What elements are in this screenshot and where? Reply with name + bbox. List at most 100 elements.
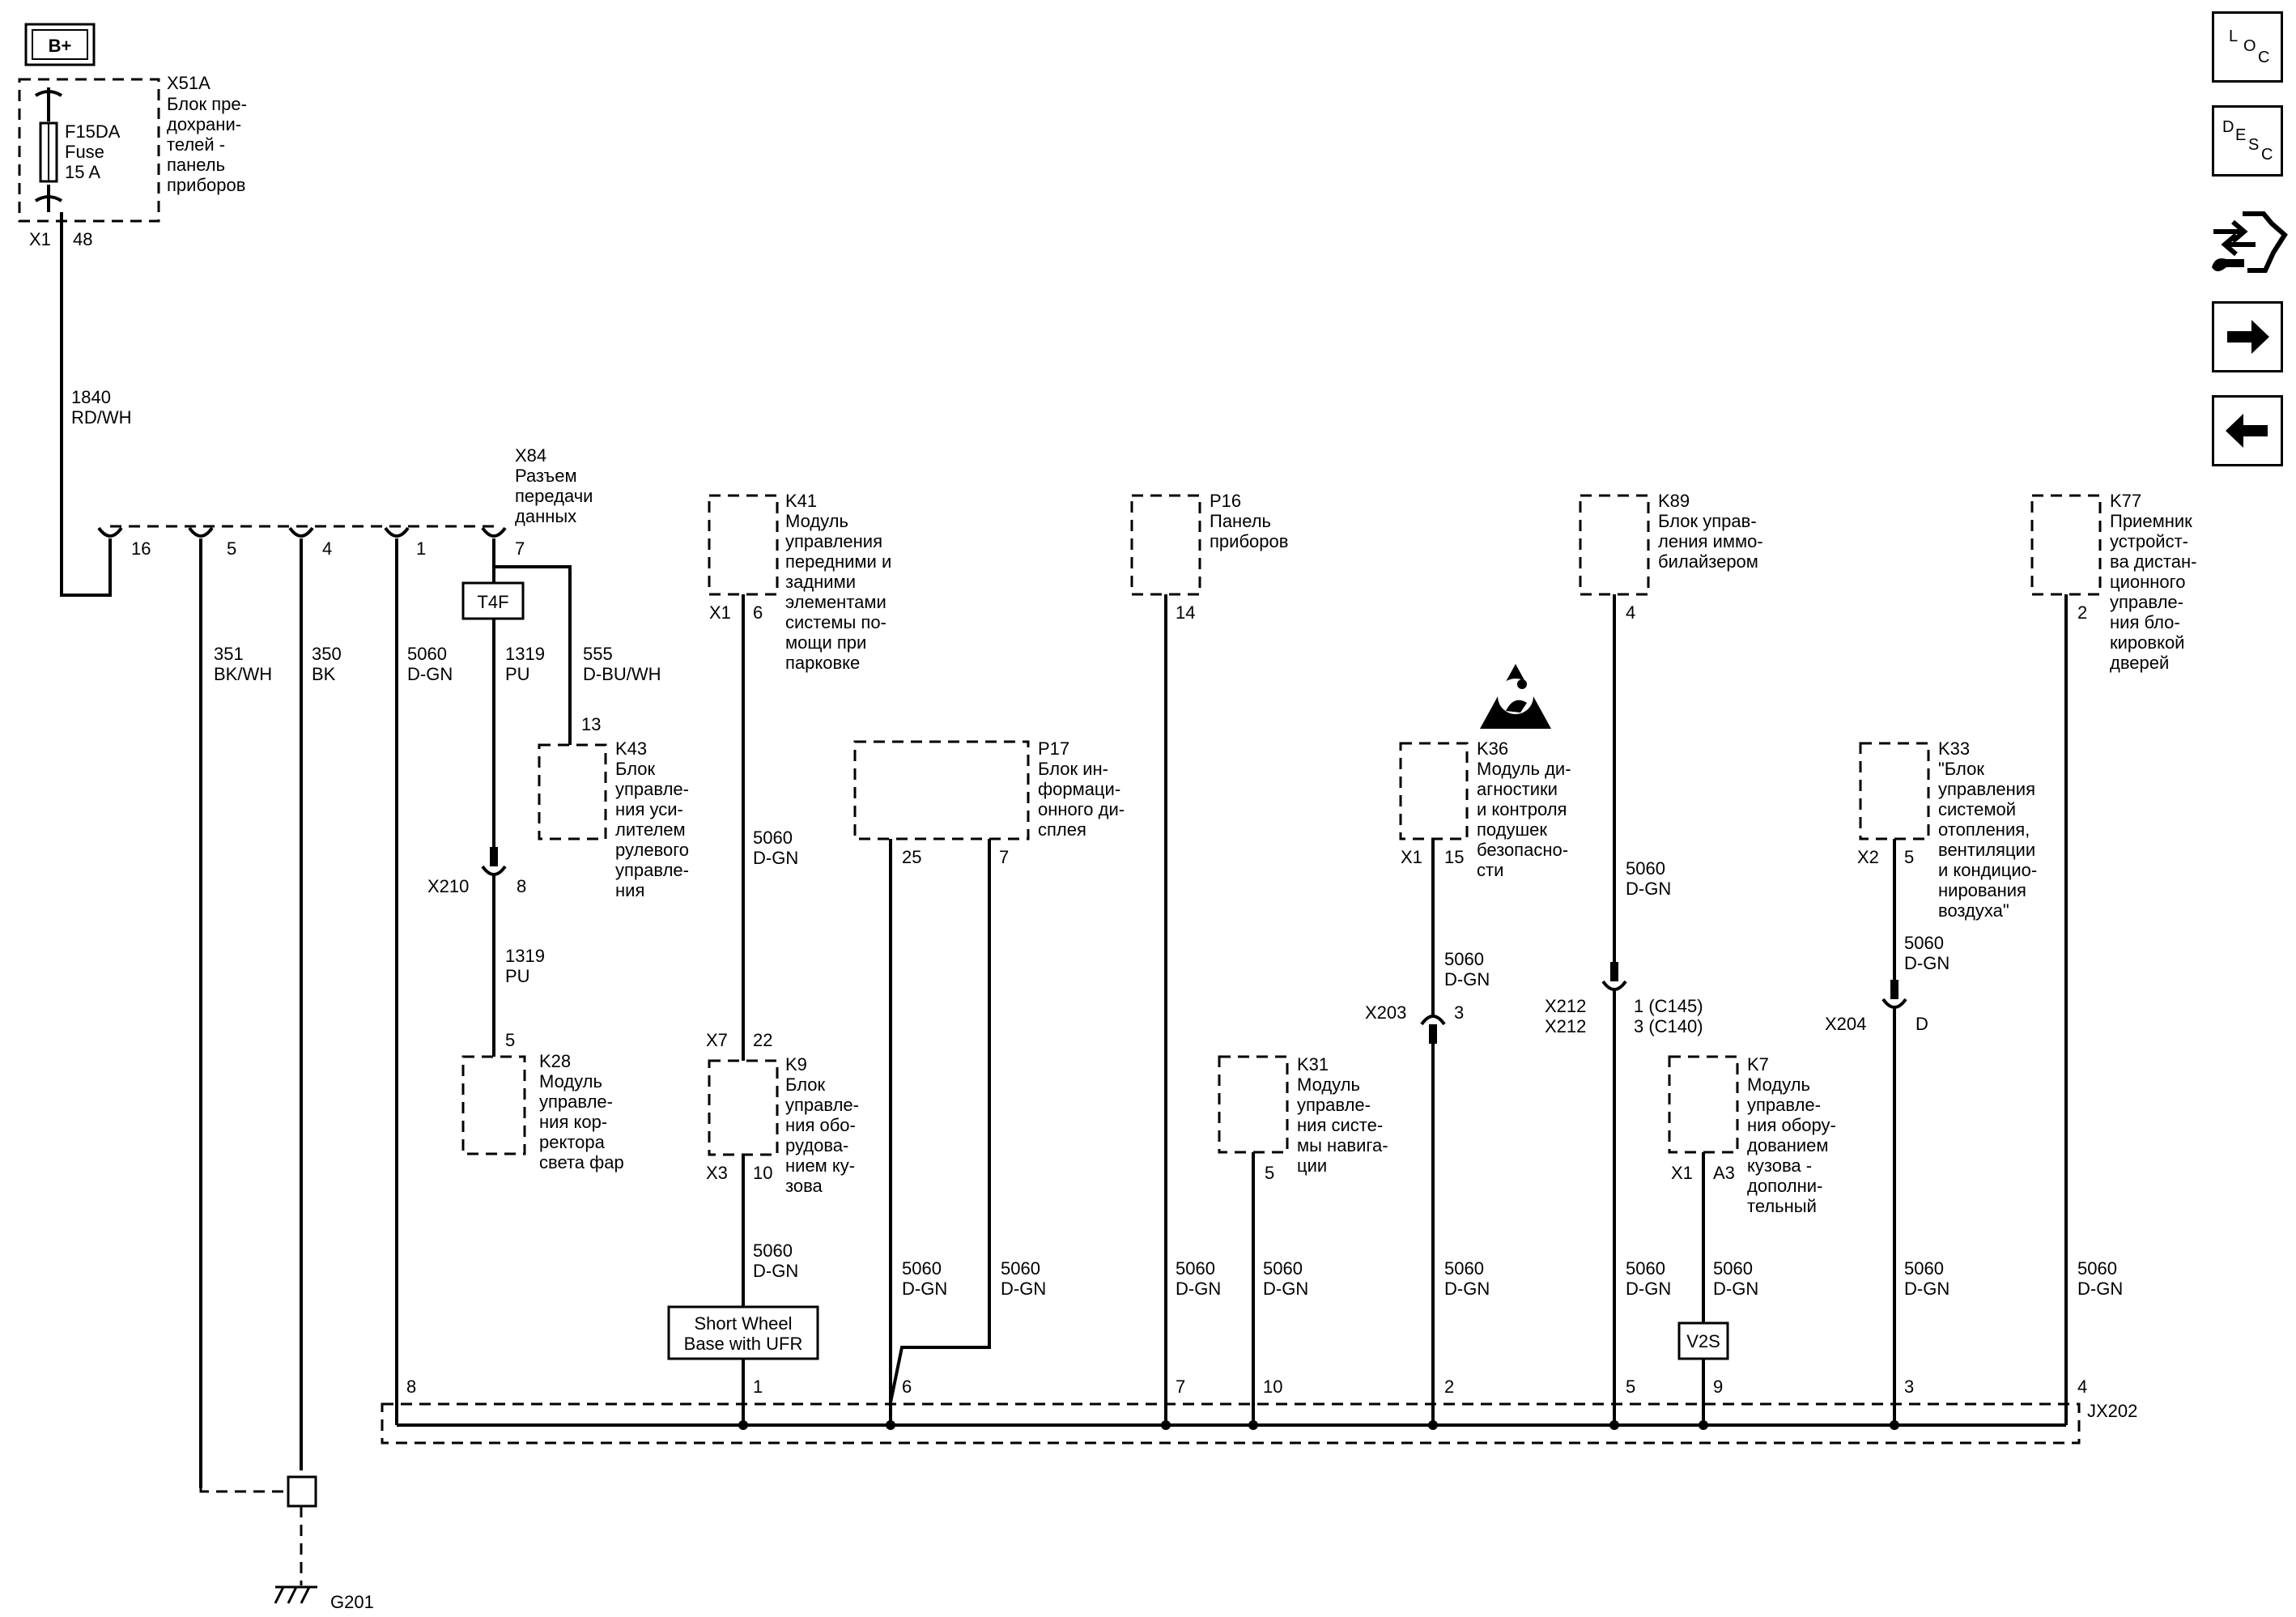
back-button[interactable] bbox=[2212, 395, 2283, 466]
module-text: управле- bbox=[1297, 1095, 1371, 1115]
module-text: и кондицио- bbox=[1938, 860, 2037, 880]
module-id: K77 bbox=[2110, 491, 2141, 511]
module-id: K43 bbox=[615, 738, 647, 759]
wire-label: 5060 bbox=[1904, 933, 1944, 953]
module-text: лителем bbox=[615, 819, 686, 840]
t4f-badge bbox=[461, 581, 525, 620]
module-id: K28 bbox=[539, 1051, 571, 1071]
connector-id: X1 bbox=[29, 229, 51, 249]
wire-label: 1319 bbox=[505, 946, 545, 966]
fuse-block-text: приборов bbox=[167, 175, 245, 195]
pin-number: 13 bbox=[581, 714, 601, 734]
wire-label: RD/WH bbox=[71, 407, 132, 428]
connector-id: X1 bbox=[1671, 1163, 1693, 1183]
wire-label: D-GN bbox=[1001, 1279, 1046, 1299]
pin-number: 15 bbox=[1444, 847, 1464, 867]
fuse-terminal-icon bbox=[34, 90, 63, 97]
pin-number: 7 bbox=[1176, 1377, 1185, 1397]
wire-label: D-GN bbox=[1444, 1279, 1490, 1299]
module-text: ния обору- bbox=[1747, 1115, 1836, 1135]
module-text: онного ди- bbox=[1038, 799, 1125, 819]
module-text: парковке bbox=[785, 653, 860, 673]
pin-number: 16 bbox=[131, 538, 151, 559]
wire-label: PU bbox=[505, 966, 530, 986]
wire-label: BK bbox=[312, 664, 336, 684]
wire-label: D-GN bbox=[1904, 1279, 1949, 1299]
module-text: ния бло- bbox=[2110, 612, 2180, 632]
module-text: зова bbox=[785, 1176, 823, 1196]
module-text: Модуль bbox=[539, 1071, 602, 1091]
back-arrow-icon bbox=[2226, 414, 2268, 448]
module-id: K7 bbox=[1747, 1054, 1769, 1074]
module-text: рулевого bbox=[615, 840, 689, 860]
module-text: дополни- bbox=[1747, 1176, 1822, 1196]
inline-connector-icon bbox=[1881, 998, 1907, 1009]
loc-button[interactable]: L O C bbox=[2212, 11, 2283, 83]
pin-number: 5 bbox=[1904, 847, 1914, 867]
module-text: управле- bbox=[615, 779, 689, 799]
wire-label: 5060 bbox=[1444, 949, 1484, 969]
pin-number: D bbox=[1915, 1014, 1928, 1034]
module-text: Модуль bbox=[1747, 1074, 1810, 1095]
module-text: Приемник bbox=[2110, 511, 2192, 531]
battery-positive: B+ bbox=[24, 23, 96, 66]
wire-label: 5060 bbox=[1626, 1258, 1665, 1279]
pin-number: A3 bbox=[1713, 1163, 1735, 1183]
module-id: K36 bbox=[1477, 738, 1508, 759]
wire-label: 1840 bbox=[71, 387, 111, 407]
splice-id: JX202 bbox=[2087, 1401, 2137, 1421]
module-k41: K41 Модуль управления передними и задним… bbox=[708, 491, 891, 673]
wire-label: D-GN bbox=[1626, 1279, 1671, 1299]
fuse-block: X51A Блок пре- дохрани- телей - панель п… bbox=[18, 73, 247, 249]
pin-number: 6 bbox=[753, 602, 763, 623]
module-text: нием ку- bbox=[785, 1155, 855, 1176]
module-text: и контроля bbox=[1477, 799, 1567, 819]
wire-label: D-GN bbox=[1444, 969, 1490, 989]
module-text: управле- bbox=[1747, 1095, 1821, 1115]
module-text: рудова- bbox=[785, 1135, 848, 1155]
module-text: приборов bbox=[1210, 531, 1288, 551]
module-id: K33 bbox=[1938, 738, 1970, 759]
pin-number: 1 (C145) bbox=[1634, 996, 1703, 1016]
module-text: формаци- bbox=[1038, 779, 1120, 799]
wire-555 bbox=[494, 565, 572, 745]
connector-id: X212 bbox=[1545, 1016, 1586, 1036]
module-text: Модуль bbox=[785, 511, 848, 531]
module-text: безопасно- bbox=[1477, 840, 1568, 860]
pin-number: 14 bbox=[1176, 602, 1195, 623]
module-id: P17 bbox=[1038, 738, 1069, 759]
wire-label: D-GN bbox=[902, 1279, 947, 1299]
module-text: мощи при bbox=[785, 632, 866, 653]
wire-label: D-GN bbox=[1263, 1279, 1308, 1299]
wire-label: D-GN bbox=[2077, 1279, 2123, 1299]
wire-label: D-GN bbox=[1904, 953, 1949, 973]
module-text: воздуха" bbox=[1938, 900, 2009, 921]
module-text: мы навига- bbox=[1297, 1135, 1388, 1155]
connector-id: X3 bbox=[706, 1163, 728, 1183]
desc-letter: S bbox=[2248, 136, 2259, 154]
connector-id: X210 bbox=[427, 876, 469, 896]
dlc-text: данных bbox=[515, 506, 576, 526]
wire-label: BK/WH bbox=[214, 664, 272, 684]
module-k33: K33 "Блок управления системой отопления,… bbox=[1857, 738, 2037, 921]
pin-number: 3 (C140) bbox=[1634, 1016, 1703, 1036]
fuse-text: Fuse bbox=[65, 142, 104, 162]
fuse-id: F15DA bbox=[65, 121, 121, 142]
pin-number: 25 bbox=[902, 847, 921, 867]
module-text: Модуль bbox=[1297, 1074, 1360, 1095]
forward-button[interactable] bbox=[2212, 301, 2283, 372]
wire-label: 5060 bbox=[2077, 1258, 2117, 1279]
wire-label: D-GN bbox=[407, 664, 453, 684]
pin-number: 5 bbox=[1265, 1163, 1274, 1183]
module-text: дованием bbox=[1747, 1135, 1829, 1155]
desc-button[interactable]: D E S C bbox=[2212, 105, 2283, 177]
wire-label: 350 bbox=[312, 644, 342, 664]
module-text: света фар bbox=[539, 1152, 624, 1172]
pin-number: 10 bbox=[1263, 1377, 1282, 1397]
pin-number: 3 bbox=[1454, 1002, 1464, 1023]
module-text: управления bbox=[1938, 779, 2035, 799]
description-icon: D E S C bbox=[2222, 118, 2273, 164]
module-text: передними и bbox=[785, 551, 891, 572]
connector-tool-button[interactable] bbox=[2207, 199, 2288, 280]
warning-airbag-icon bbox=[1480, 664, 1551, 729]
